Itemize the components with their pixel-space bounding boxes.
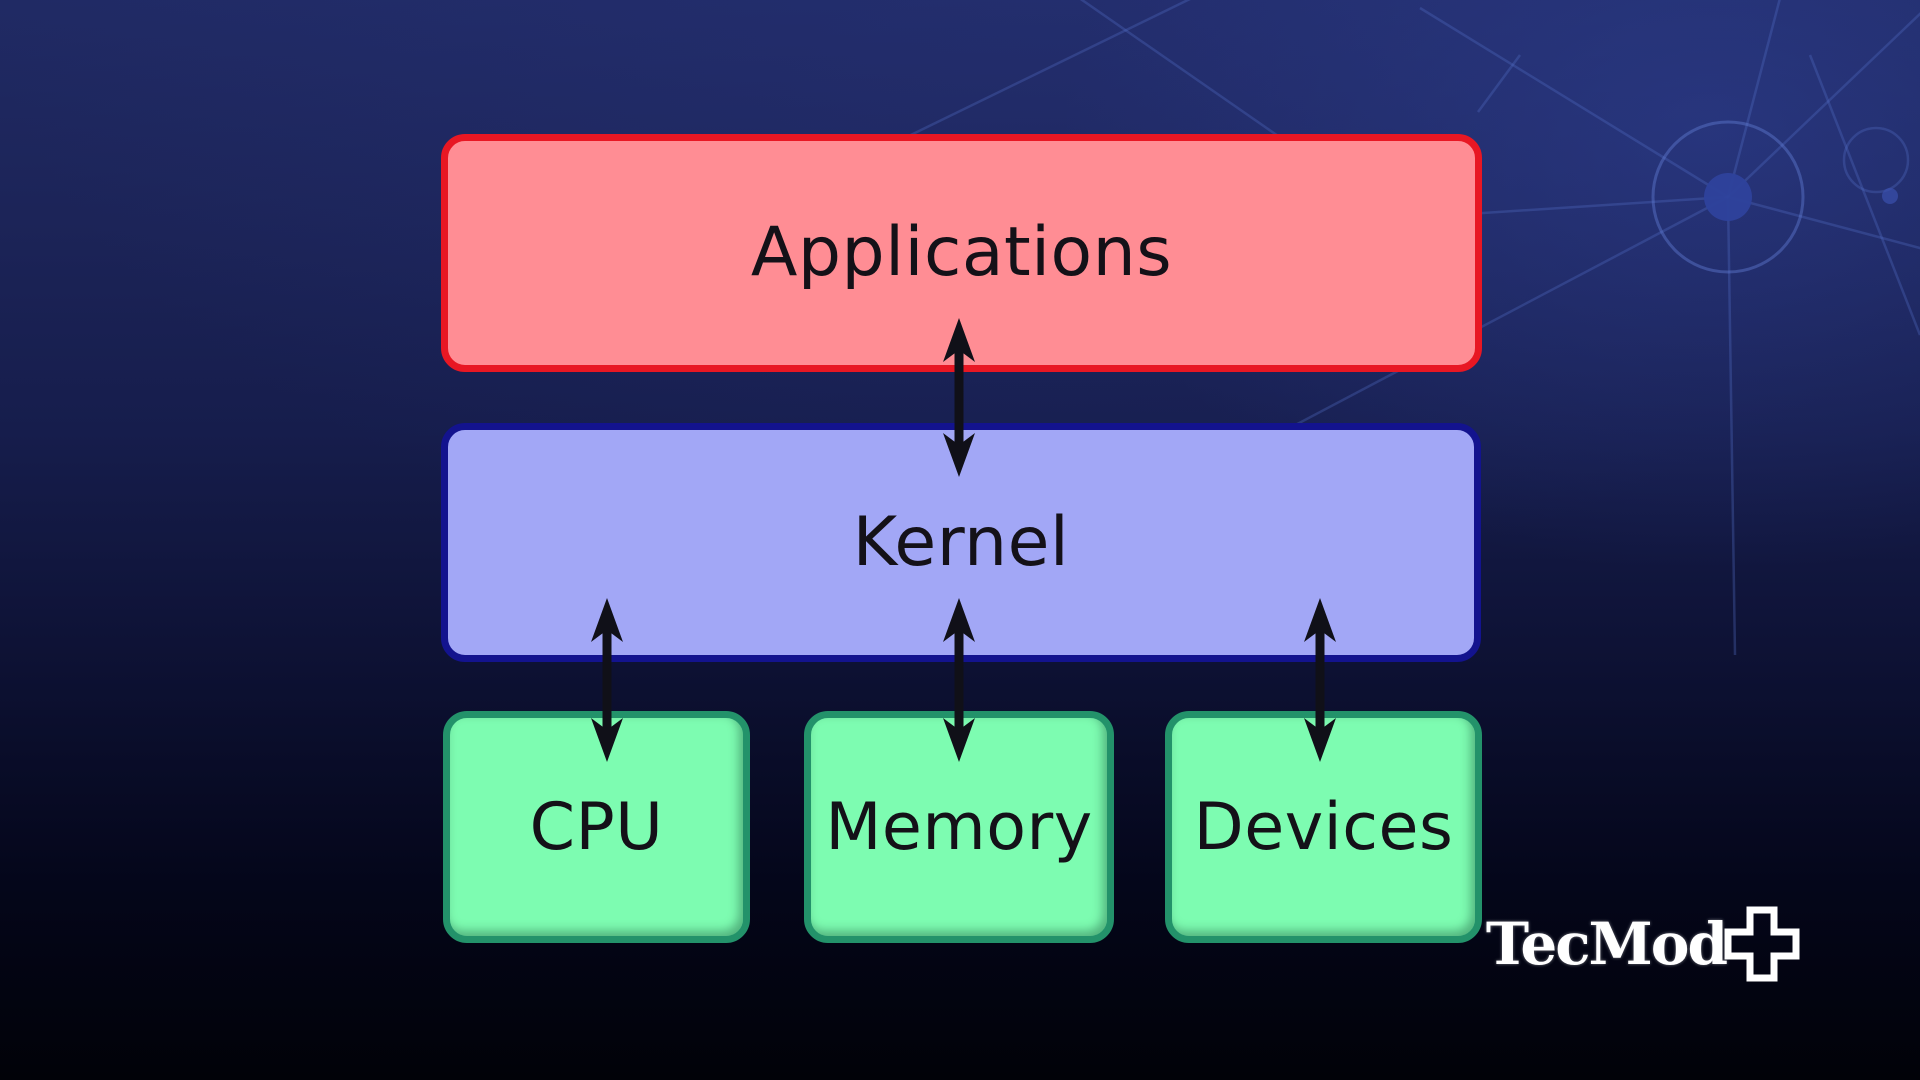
network-ring-icon (1651, 120, 1805, 274)
node-devices-label: Devices (1193, 789, 1454, 865)
node-cpu-label: CPU (529, 789, 664, 865)
watermark-text: TecMod (1485, 910, 1728, 978)
node-cpu: CPU (443, 711, 750, 943)
network-small-node-icon (1882, 188, 1898, 204)
arrow-kernel-devices (1304, 598, 1336, 762)
node-applications-label: Applications (750, 213, 1173, 292)
arrow-applications-kernel (943, 318, 975, 477)
node-memory-label: Memory (825, 789, 1093, 865)
arrow-kernel-memory (943, 598, 975, 762)
arrow-kernel-cpu (591, 598, 623, 762)
node-kernel-label: Kernel (852, 502, 1070, 582)
plus-icon (1724, 906, 1800, 982)
node-devices: Devices (1165, 711, 1482, 943)
network-node-icon (1704, 173, 1752, 221)
watermark-logo: TecMod (1486, 902, 1804, 986)
